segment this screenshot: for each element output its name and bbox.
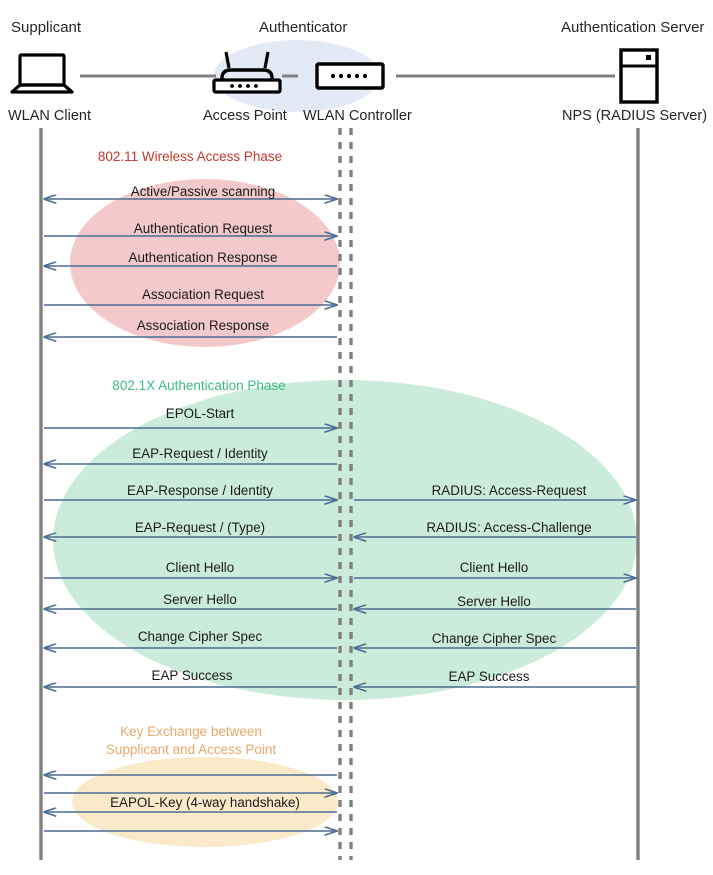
msg-eapol-key-handshake: EAPOL-Key (4-way handshake) xyxy=(110,795,300,810)
msg-epol-start: EPOL-Start xyxy=(165,406,235,421)
phase-title-802-11: 802.11 Wireless Access Phase xyxy=(97,149,283,164)
msg-client-hello-left: Client Hello xyxy=(165,560,235,575)
access-point-icon xyxy=(212,51,282,94)
msg-eap-success-right: EAP Success xyxy=(448,669,530,684)
actor-device-nps-radius-server: NPS (RADIUS Server) xyxy=(562,108,708,124)
msg-radius-access-challenge: RADIUS: Access-Challenge xyxy=(426,520,592,535)
msg-radius-access-request: RADIUS: Access-Request xyxy=(431,483,587,498)
actor-role-supplicant: Supplicant xyxy=(11,19,82,36)
phase-title-key-exchange-line2: Supplicant and Access Point xyxy=(105,742,277,757)
actor-role-authenticator: Authenticator xyxy=(259,19,348,36)
msg-association-request: Association Request xyxy=(141,287,265,302)
phase-title-802-1x: 802.1X Authentication Phase xyxy=(112,378,286,393)
arrows-phase-802-1x xyxy=(44,428,636,687)
msg-authentication-request: Authentication Request xyxy=(133,221,273,236)
msg-client-hello-right: Client Hello xyxy=(459,560,529,575)
phase-title-key-exchange-line1: Key Exchange between xyxy=(120,724,262,739)
msg-change-cipher-spec-right: Change Cipher Spec xyxy=(431,631,557,646)
msg-change-cipher-spec-left: Change Cipher Spec xyxy=(137,629,263,644)
actor-device-wlan-controller: WLAN Controller xyxy=(303,108,412,124)
laptop-icon xyxy=(10,53,74,94)
msg-eap-response-identity: EAP-Response / Identity xyxy=(127,483,273,498)
msg-association-response: Association Response xyxy=(136,318,270,333)
server-icon xyxy=(619,48,659,104)
wlan-controller-icon xyxy=(315,62,385,90)
msg-server-hello-right: Server Hello xyxy=(457,594,531,609)
actor-device-wlan-client: WLAN Client xyxy=(8,108,91,124)
actor-role-authentication-server: Authentication Server xyxy=(561,19,705,36)
msg-eap-request-type: EAP-Request / (Type) xyxy=(134,520,266,535)
msg-eap-request-identity: EAP-Request / Identity xyxy=(132,446,268,461)
phase-ellipse-802-1x xyxy=(53,380,637,700)
msg-eap-success-left: EAP Success xyxy=(151,668,233,683)
msg-active-passive-scanning: Active/Passive scanning xyxy=(130,184,276,199)
arrows-phase-key-exchange xyxy=(44,775,337,831)
msg-authentication-response: Authentication Response xyxy=(128,250,278,265)
phase-ellipse-key-exchange xyxy=(72,757,338,847)
actor-device-access-point: Access Point xyxy=(203,108,287,124)
msg-server-hello-left: Server Hello xyxy=(163,592,237,607)
arrows-phase-802-11 xyxy=(44,199,337,337)
